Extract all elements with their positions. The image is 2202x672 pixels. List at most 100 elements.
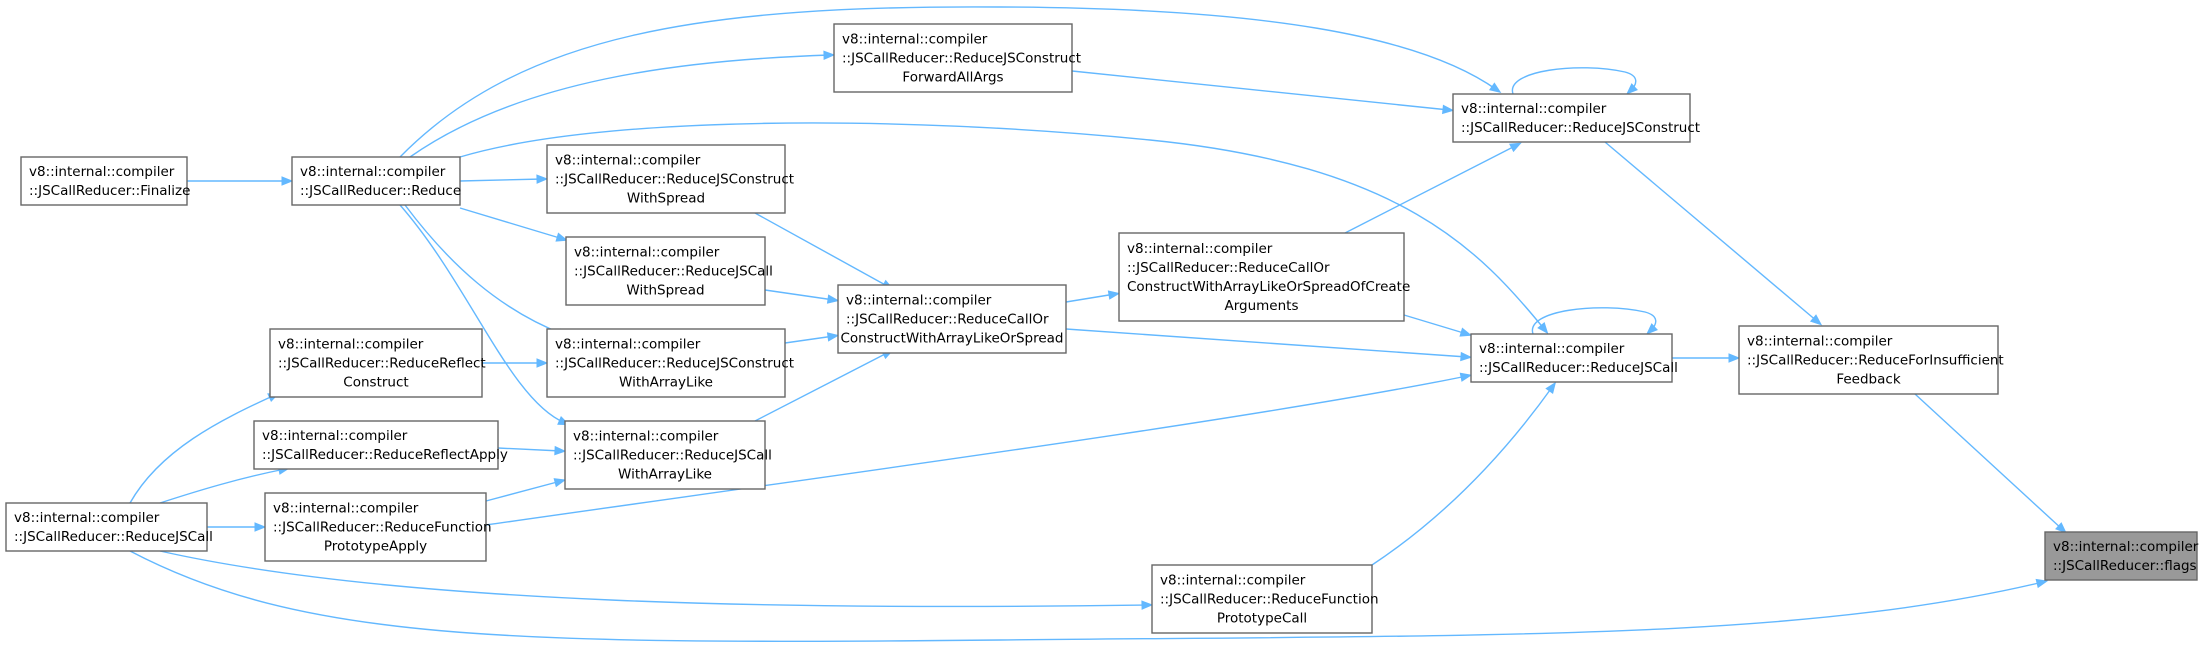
node-label-line: v8::internal::compiler — [846, 293, 992, 309]
node-construct-arraylike[interactable]: v8::internal::compiler::JSCallReducer::R… — [546, 328, 794, 398]
edge-line — [129, 550, 2044, 643]
edge-construct_spread-to-calls_or_construct — [754, 212, 894, 290]
node-box — [833, 23, 1073, 93]
edge-jscall-to-jscall — [1531, 307, 1658, 335]
node-box — [565, 236, 766, 306]
edge-line — [1065, 328, 1468, 358]
arrowhead — [823, 50, 836, 60]
edge-line — [159, 550, 1149, 608]
edge-line — [1071, 70, 1450, 111]
edge-line — [404, 204, 566, 336]
edge-line — [764, 289, 835, 301]
node-reflect-apply[interactable]: v8::internal::compiler::JSCallReducer::R… — [253, 420, 508, 470]
node-box — [2044, 531, 2198, 581]
node-box — [253, 420, 499, 470]
node-label-line: ConstructWithArrayLikeOrSpreadOfCreate — [1127, 279, 1410, 295]
edge-reflect_construct-to-construct_arraylike — [482, 358, 549, 368]
node-label-line: WithSpread — [626, 283, 704, 299]
node-box — [564, 420, 766, 490]
node-flags[interactable]: v8::internal::compiler::JSCallReducer::f… — [2044, 531, 2199, 581]
edge-line — [459, 207, 564, 240]
node-jsconstruct[interactable]: v8::internal::compiler::JSCallReducer::R… — [1452, 93, 1700, 143]
node-label-line: v8::internal::compiler — [1479, 341, 1625, 357]
node-label-line: ::JSCallReducer::ReduceJSConstruct — [1461, 120, 1700, 136]
arrowhead — [281, 176, 294, 186]
node-label-line: ::JSCallReducer::ReduceForInsufficient — [1747, 353, 2004, 369]
node-label-line: WithArrayLike — [618, 467, 712, 483]
node-construct-fwd[interactable]: v8::internal::compiler::JSCallReducer::R… — [833, 23, 1081, 93]
node-label-line: WithArrayLike — [619, 375, 713, 391]
edge-call_spread-to-calls_or_construct — [764, 289, 840, 304]
edge-func_proto_apply-to-jscall — [485, 372, 1473, 526]
node-label-line: ::JSCallReducer::ReduceJSCall — [573, 448, 772, 464]
node-label-line: PrototypeCall — [1217, 611, 1307, 627]
node-func-proto-call[interactable]: v8::internal::compiler::JSCallReducer::R… — [1151, 564, 1379, 634]
edge-construct_fwd-to-jsconstruct — [1071, 70, 1455, 115]
edge-reduce-to-construct_fwd — [409, 50, 836, 158]
node-finalize[interactable]: v8::internal::compiler::JSCallReducer::F… — [20, 156, 190, 206]
edge-jsconstruct-to-insufficient_feedback — [1604, 141, 1823, 326]
node-label-line: PrototypeApply — [324, 539, 427, 555]
edge-func_proto_apply-to-call_arraylike — [485, 478, 567, 502]
node-call-arraylike[interactable]: v8::internal::compiler::JSCallReducer::R… — [564, 420, 772, 490]
edge-line — [129, 394, 276, 504]
edge-line — [1403, 314, 1468, 335]
edge-line — [784, 335, 835, 344]
arrowhead — [1488, 82, 1502, 94]
nodes-layer: v8::internal::compiler::JSCallReducer::F… — [5, 23, 2199, 634]
node-insufficient-feedback[interactable]: v8::internal::compiler::JSCallReducer::R… — [1738, 325, 2004, 395]
arrowhead — [1459, 372, 1473, 382]
node-jscall[interactable]: v8::internal::compiler::JSCallReducer::R… — [1470, 333, 1678, 383]
node-label-line: ::JSCallReducer::ReduceReflect — [278, 356, 486, 372]
edge-line — [1531, 307, 1657, 335]
edge-reflect_apply-to-call_arraylike — [497, 445, 567, 456]
arrowhead — [826, 332, 840, 342]
node-label-line: ::JSCallReducer::ReduceFunction — [1160, 592, 1379, 608]
node-box — [20, 156, 188, 206]
node-label-line: ::JSCallReducer::ReduceJSConstruct — [555, 356, 794, 372]
node-label-line: v8::internal::compiler — [555, 337, 701, 353]
node-label-line: ::JSCallReducer::ReduceReflectApply — [262, 447, 508, 463]
edge-line — [1914, 393, 2064, 531]
node-reducejscall-left[interactable]: v8::internal::compiler::JSCallReducer::R… — [5, 502, 213, 552]
node-label-line: v8::internal::compiler — [1160, 573, 1306, 589]
edge-line — [754, 212, 890, 288]
node-label-line: v8::internal::compiler — [1461, 101, 1607, 117]
edge-line — [1371, 385, 1554, 566]
node-box — [1151, 564, 1373, 634]
edge-reduce-to-construct_arraylike — [404, 204, 570, 338]
node-label-line: v8::internal::compiler — [29, 164, 175, 180]
node-label-line: v8::internal::compiler — [1747, 334, 1893, 350]
edge-construct_arraylike-to-calls_or_construct — [784, 332, 840, 344]
node-func-proto-apply[interactable]: v8::internal::compiler::JSCallReducer::R… — [264, 492, 492, 562]
arrowhead — [826, 294, 840, 304]
arrowhead — [553, 478, 567, 488]
edge-jsconstruct-to-jsconstruct — [1511, 67, 1638, 95]
node-construct-spread[interactable]: v8::internal::compiler::JSCallReducer::R… — [546, 144, 794, 214]
node-call-spread[interactable]: v8::internal::compiler::JSCallReducer::R… — [565, 236, 773, 306]
node-label-line: ::JSCallReducer::ReduceJSCall — [1479, 360, 1678, 376]
node-label-line: ::JSCallReducer::ReduceJSCall — [14, 529, 213, 545]
edge-reduce-to-call_spread — [459, 207, 569, 242]
node-label-line: v8::internal::compiler — [300, 164, 446, 180]
node-reduce[interactable]: v8::internal::compiler::JSCallReducer::R… — [291, 156, 461, 206]
arrowhead — [555, 232, 569, 242]
edge-line — [497, 447, 562, 452]
edge-line — [159, 468, 286, 504]
edge-reduce-to-jscall — [459, 122, 1549, 335]
node-label-line: v8::internal::compiler — [574, 245, 720, 261]
edge-line — [459, 178, 544, 182]
node-calls-or-construct[interactable]: v8::internal::compiler::JSCallReducer::R… — [837, 284, 1067, 354]
arrowhead — [1442, 104, 1455, 115]
edge-reducejscall_left-to-func_proto_call — [159, 550, 1154, 610]
node-calls-or-construct-create[interactable]: v8::internal::compiler::JSCallReducer::R… — [1118, 232, 1410, 322]
edge-line — [485, 480, 562, 502]
arrowhead — [1809, 314, 1823, 326]
node-label-line: ::JSCallReducer::flags — [2053, 558, 2197, 574]
node-box — [269, 328, 483, 398]
arrowhead — [1107, 290, 1121, 300]
node-reflect-construct[interactable]: v8::internal::compiler::JSCallReducer::R… — [269, 328, 486, 398]
node-label-line: v8::internal::compiler — [273, 501, 419, 517]
node-label-line: ::JSCallReducer::ReduceCallOr — [846, 312, 1049, 328]
